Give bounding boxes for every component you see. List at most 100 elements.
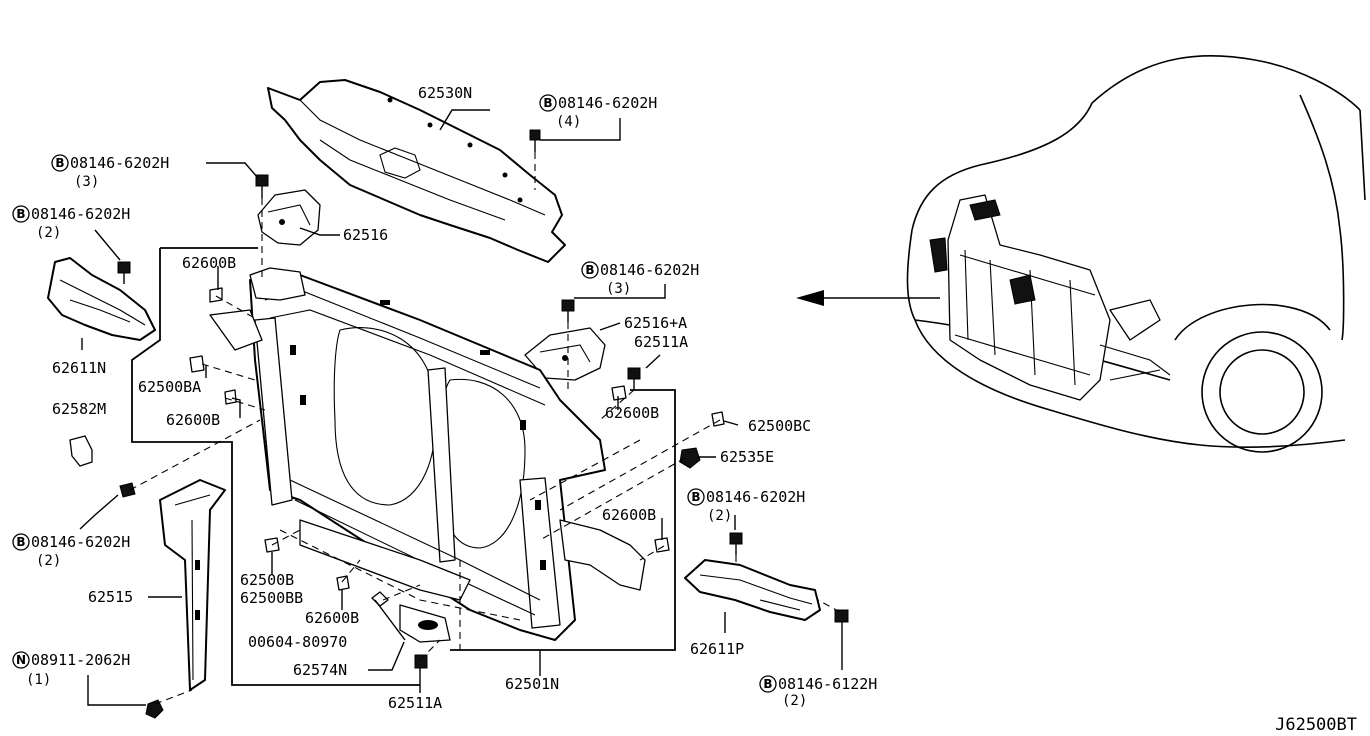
clip-icon: [69, 435, 93, 467]
bolt-icon: [561, 299, 575, 322]
stay-62515: [159, 479, 226, 691]
callout-prefix: B: [55, 156, 64, 170]
part-number-label: 62500B: [240, 571, 294, 589]
callout-prefix: B: [16, 535, 25, 549]
callout-62500BB: 62500BB: [240, 589, 303, 607]
callout-08146-6122H: B 08146-6122H(2): [759, 675, 877, 709]
nut-icon: [145, 699, 164, 719]
alignment-lines: [129, 152, 841, 705]
callout-62511A-bottom: 62511A: [388, 694, 442, 712]
bracket-62516A: [524, 327, 606, 381]
part-number-label: 62515: [88, 588, 133, 606]
callout-62582M: 62582M: [52, 400, 106, 418]
part-number-label: 08146-6202H: [31, 205, 130, 223]
callout-62511A-top: 62511A: [634, 333, 688, 351]
callout-62600B-d: 62600B: [602, 506, 656, 524]
callout-62535E: 62535E: [720, 448, 774, 466]
clip-icon: [654, 537, 670, 553]
part-number-label: 62500BB: [240, 589, 303, 607]
callout-62501N: 62501N: [505, 675, 559, 693]
part-number-label: 62600B: [182, 254, 236, 272]
prefix-circle-icon: [12, 205, 30, 223]
quantity-label: (4): [556, 114, 581, 130]
clip-icon: [189, 355, 205, 373]
part-number-label: 62600B: [602, 506, 656, 524]
bolt-icon: [414, 654, 428, 669]
callout-62516: 62516: [343, 226, 388, 244]
clip-icon: [711, 411, 725, 427]
assembly-boundary: [131, 247, 676, 686]
fasteners: [69, 129, 849, 719]
vehicle-locator-illustration: [796, 54, 1366, 453]
part-number-label: 08146-6202H: [70, 154, 169, 172]
bolt-icon: [729, 532, 743, 555]
part-number-label: 62501N: [505, 675, 559, 693]
quantity-label: (2): [36, 553, 61, 569]
part-number-label: 62600B: [166, 411, 220, 429]
part-number-label: 08146-6202H: [558, 94, 657, 112]
callout-62600B-e: 62600B: [305, 609, 359, 627]
prefix-circle-icon: [51, 154, 69, 172]
callout-00604-80970: 00604-80970: [248, 633, 347, 651]
upper-cover-62530N: [267, 79, 566, 263]
side-bracket-62611N: [47, 257, 156, 341]
part-number-label: 62582M: [52, 400, 106, 418]
part-number-label: 62511A: [388, 694, 442, 712]
part-number-label: 62500BC: [748, 417, 811, 435]
part-number-label: 08146-6202H: [31, 533, 130, 551]
prefix-circle-icon: [12, 651, 30, 669]
callout-62611P: 62611P: [690, 640, 744, 658]
part-number-label: 62611N: [52, 359, 106, 377]
quantity-label: (3): [74, 174, 99, 190]
callout-08146-6202H-2c: B 08146-6202H (2): [12, 533, 130, 569]
quantity-label: (2): [782, 693, 807, 709]
prefix-circle-icon: [539, 94, 557, 112]
clip-icon: [611, 385, 627, 401]
callout-62574N: 62574N: [293, 661, 347, 679]
part-number-label: 62600B: [305, 609, 359, 627]
callout-62600B-b: 62600B: [166, 411, 220, 429]
callout-62530N: 62530N: [418, 84, 472, 102]
callout-prefix: B: [763, 677, 772, 691]
bolt-icon: [255, 174, 269, 198]
bolt-icon: [627, 367, 641, 390]
prefix-circle-icon: [687, 488, 705, 506]
callout-62500BC: 62500BC: [748, 417, 811, 435]
prefix-circle-icon: [581, 261, 599, 279]
bolt-icon: [834, 609, 849, 623]
part-number-label: 08146-6202H: [706, 488, 805, 506]
part-number-label: 62516: [343, 226, 388, 244]
bracket-62516: [257, 189, 321, 246]
callout-prefix: B: [543, 96, 552, 110]
callout-62500BA: 62500BA: [138, 378, 201, 396]
part-number-label: 62611P: [690, 640, 744, 658]
clip-icon: [209, 287, 223, 303]
part-number-label: 62600B: [605, 404, 659, 422]
part-number-label: 62500BA: [138, 378, 201, 396]
part-number-label: 62516+A: [624, 314, 687, 332]
part-number-label: 00604-80970: [248, 633, 347, 651]
quantity-label: (3): [606, 281, 631, 297]
prefix-circle-icon: [12, 533, 30, 551]
bolt-icon: [117, 261, 131, 284]
callout-62500B: 62500B: [240, 571, 294, 589]
callout-labels: 62530N B 08146-6202H (4) B 08146-6202H (3) 6251…: [12, 84, 877, 712]
part-number-label: 08146-6122H: [778, 675, 877, 693]
lower-bracket-62574N: [399, 604, 451, 643]
part-number-label: 62574N: [293, 661, 347, 679]
callout-62516A: 62516+A: [624, 314, 687, 332]
part-number-label: 08146-6202H: [600, 261, 699, 279]
callout-62611N: 62611N: [52, 359, 106, 377]
callout-08146-6202H-3a: B 08146-6202H (3): [51, 154, 169, 190]
quantity-label: (1): [26, 672, 51, 688]
callout-08146-6202H-4: B 08146-6202H (4): [539, 94, 657, 130]
callout-prefix: B: [16, 207, 25, 221]
callout-62600B-c: 62600B: [605, 404, 659, 422]
callout-62515: 62515: [88, 588, 133, 606]
part-number-label: 08911-2062H: [31, 651, 130, 669]
callout-62600B-a: 62600B: [182, 254, 236, 272]
